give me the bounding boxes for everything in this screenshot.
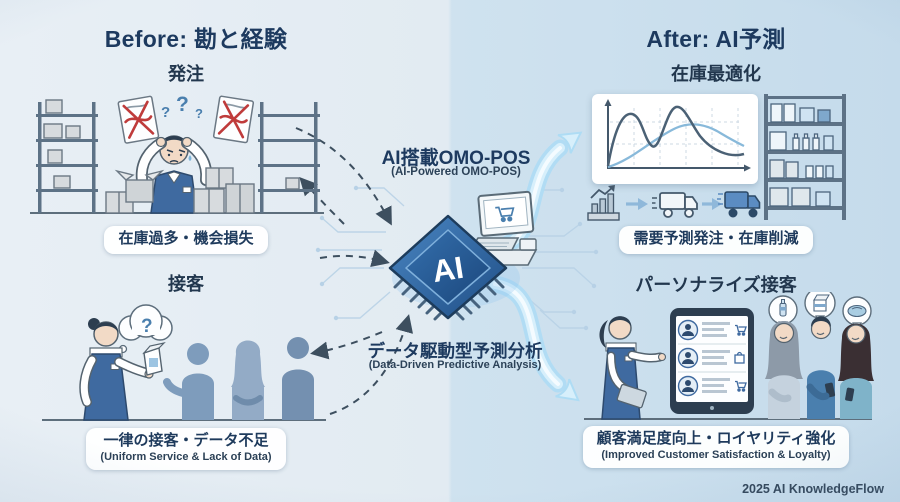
truck-filled-icon xyxy=(717,191,761,218)
bag-icon xyxy=(734,351,745,364)
circuit-nodes xyxy=(315,185,599,331)
arrow-right-icon xyxy=(626,198,648,210)
forecast-chart xyxy=(604,99,751,172)
badge-demand-forecast: 需要予測発注・在庫削減 xyxy=(619,226,813,254)
badge-satisfaction-loyalty: 顧客満足度向上・ロイヤリティ強化 (Improved Customer Sati… xyxy=(582,426,850,468)
illustration-personalized-service xyxy=(584,292,874,420)
truck-outline-icon xyxy=(652,192,698,218)
badge-uniform-service-jp: 一律の接客・データ不足 xyxy=(103,432,269,449)
badge-satisfaction-en: (Improved Customer Satisfaction & Loyalt… xyxy=(601,448,831,461)
analysis-title: データ駆動型予測分析 xyxy=(367,341,543,361)
customer-woman-1 xyxy=(765,321,803,419)
thought-bubble-icon: ? xyxy=(113,304,173,359)
product-carton-icon xyxy=(142,341,166,376)
demand-curve xyxy=(606,105,745,167)
excess-boxes-right xyxy=(193,167,255,214)
illustration-uniform-service: ? xyxy=(42,304,326,421)
cart-icon xyxy=(735,380,747,392)
analysis-subtitle: (Data-Driven Predictive Analysis) xyxy=(368,359,542,371)
badge-uniform-service: 一律の接客・データ不足 (Uniform Service & Lack of D… xyxy=(86,428,286,470)
customer-silhouette-3 xyxy=(282,337,314,420)
question-mark: ? xyxy=(195,106,203,121)
before-title: Before: 勘と経験 xyxy=(104,26,288,52)
ai-chip-icon: AI xyxy=(388,214,508,321)
label-inventory-optimization: 在庫最適化 xyxy=(671,64,761,84)
label-personalized-service: パーソナライズ接客 xyxy=(635,275,797,295)
chart-axes xyxy=(607,104,746,169)
arrow-chip-to-service xyxy=(310,331,383,360)
supply-flow-icons xyxy=(587,185,761,221)
cart-icon xyxy=(735,324,747,336)
customer-profile-tablet xyxy=(670,308,754,414)
sweat-drop-icon xyxy=(188,155,192,161)
credit-text: 2025 AI KnowledgeFlow xyxy=(742,482,884,496)
label-customer-service: 接客 xyxy=(168,274,204,294)
thought-question-mark: ? xyxy=(141,316,153,337)
customer-man xyxy=(806,316,836,419)
label-ordering: 発注 xyxy=(168,64,204,84)
smooth-forecast-curve xyxy=(607,123,745,169)
badge-overstock-loss: 在庫過多・機会損失 xyxy=(104,226,268,254)
profile-row xyxy=(677,319,747,341)
arrow-service-to-chip xyxy=(329,314,413,415)
arrow-ordering-to-chip xyxy=(295,127,392,226)
forecast-chart-card xyxy=(592,94,758,184)
clerk-figure xyxy=(79,318,154,421)
chart-grid xyxy=(610,108,742,166)
question-mark: ? xyxy=(161,104,170,121)
customer-woman-2 xyxy=(838,323,874,419)
customer-silhouette-2 xyxy=(231,340,265,420)
customer-silhouette-1 xyxy=(163,343,214,420)
question-mark: ? xyxy=(176,93,189,116)
stocked-shelf-icon xyxy=(764,94,846,220)
arrow-right-icon xyxy=(702,198,722,210)
speech-bubble-carton xyxy=(804,292,836,327)
rejected-order-sheet-icon xyxy=(117,95,160,144)
clerk-with-tablet-figure xyxy=(599,316,667,420)
excess-boxes-left xyxy=(105,169,165,214)
cart-icon xyxy=(495,206,515,223)
pos-title: AI搭載OMO-POS xyxy=(381,148,531,169)
illustration-ordering-chaos: ? ? ? xyxy=(30,93,324,214)
rejected-order-sheet-icon xyxy=(212,95,255,144)
arrow-chip-to-ordering xyxy=(299,177,345,225)
pos-subtitle: (AI-Powered OMO-POS) xyxy=(391,166,521,178)
dashed-flow-arrows xyxy=(295,127,413,415)
profile-row xyxy=(677,375,747,397)
growth-chart-icon xyxy=(587,185,620,221)
after-title: After: AI予測 xyxy=(646,26,786,52)
ai-chip-and-pos: AI xyxy=(388,190,538,321)
chip-ai-label: AI xyxy=(430,250,466,289)
shelf-left-icon xyxy=(36,99,98,213)
glow-arrow-to-personalize xyxy=(486,275,580,402)
badge-uniform-service-en: (Uniform Service & Lack of Data) xyxy=(100,450,272,463)
arrow-mid-to-chip xyxy=(319,249,390,268)
shelf-right-empty-icon xyxy=(258,102,320,213)
profile-row xyxy=(677,347,745,369)
badge-satisfaction-jp: 顧客満足度向上・ロイヤリティ強化 xyxy=(596,430,836,447)
